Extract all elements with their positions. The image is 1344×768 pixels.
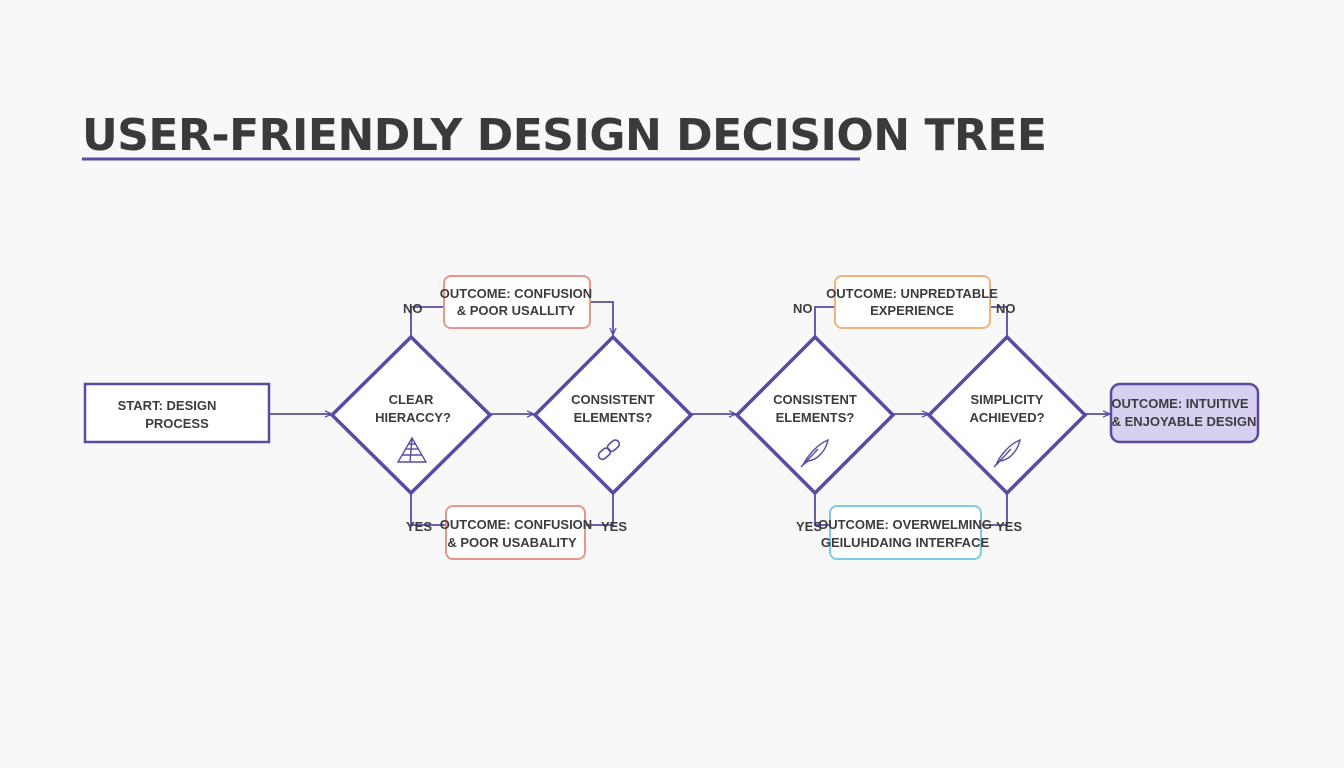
branch-d4-no [990, 306, 1008, 337]
decision-2-line1: CONSISTENT [571, 392, 655, 407]
label-no-d3: NO [793, 301, 813, 316]
outcome-overwhelming: OUTCOME: OVERWELMING GEILUHDAING INTERFA… [818, 505, 992, 560]
outcome-final-line2: & ENJOYABLE DESIGN [1112, 414, 1257, 429]
label-yes-d2: YES [601, 519, 627, 534]
decision-1-line2: HIERACCY? [375, 410, 451, 425]
label-no-d4: NO [996, 301, 1016, 316]
outcome-final: OUTCOME: INTUITIVE & ENJOYABLE DESIGN [1109, 382, 1260, 444]
decision-1-line1: CLEAR [389, 392, 434, 407]
pyramid-icon [396, 436, 428, 463]
start-label-line2: PROCESS [145, 416, 209, 431]
page-title: USER-FRIENDLY DESIGN DECISION TREE [82, 110, 1046, 161]
decision-3: CONSISTENT ELEMENTS? [734, 334, 896, 496]
decision-4: SIMPLICITY ACHIEVED? [926, 334, 1088, 496]
outcome-bottom1-line2: & POOR USABALITY [447, 535, 577, 550]
decision-2-line2: ELEMENTS? [574, 410, 653, 425]
outcome-bottom2-line2: GEILUHDAING INTERFACE [821, 535, 990, 550]
decision-3-line2: ELEMENTS? [776, 410, 855, 425]
outcome-final-line1: OUTCOME: INTUITIVE [1111, 396, 1249, 411]
label-no-d1: NO [403, 301, 423, 316]
label-yes-d4: YES [996, 519, 1022, 534]
decision-2: CONSISTENT ELEMENTS? [532, 334, 694, 496]
outcome-confusion-top: OUTCOME: CONFUSION & POOR USALLITY [440, 275, 592, 329]
label-yes-d3: YES [796, 519, 822, 534]
branch-d3-no [814, 306, 836, 337]
outcome-unpredictable: OUTCOME: UNPREDTABLE EXPERIENCE [826, 275, 998, 329]
outcome-top2-line1: OUTCOME: UNPREDTABLE [826, 286, 998, 301]
label-yes-d1: YES [406, 519, 432, 534]
decision-1: CLEAR HIERACCY? [329, 334, 493, 496]
branch-d1-yes [410, 493, 445, 526]
outcome-bottom1-line1: OUTCOME: CONFUSION [440, 517, 592, 532]
branch-d3-yes [814, 493, 830, 526]
outcome-top1-line1: OUTCOME: CONFUSION [440, 286, 592, 301]
decision-4-line1: SIMPLICITY [971, 392, 1044, 407]
start-label-line1: START: DESIGN [118, 398, 217, 413]
start-node: START: DESIGN PROCESS [83, 382, 271, 444]
flow-connectors [269, 301, 1110, 526]
branch-top1-to-d2 [590, 301, 613, 335]
decision-4-line2: ACHIEVED? [969, 410, 1044, 425]
branch-d2-yes [585, 493, 614, 526]
branch-d1-no [410, 306, 443, 337]
branch-d4-yes [981, 493, 1008, 526]
feather-icon [800, 438, 829, 468]
outcome-top1-line2: & POOR USALLITY [457, 303, 576, 318]
feather-icon [993, 438, 1021, 468]
outcome-confusion-bottom: OUTCOME: CONFUSION & POOR USABALITY [440, 505, 592, 560]
chain-link-icon [597, 439, 621, 461]
decision-3-line1: CONSISTENT [773, 392, 857, 407]
outcome-bottom2-line1: OUTCOME: OVERWELMING [818, 517, 992, 532]
outcome-top2-line2: EXPERIENCE [870, 303, 954, 318]
